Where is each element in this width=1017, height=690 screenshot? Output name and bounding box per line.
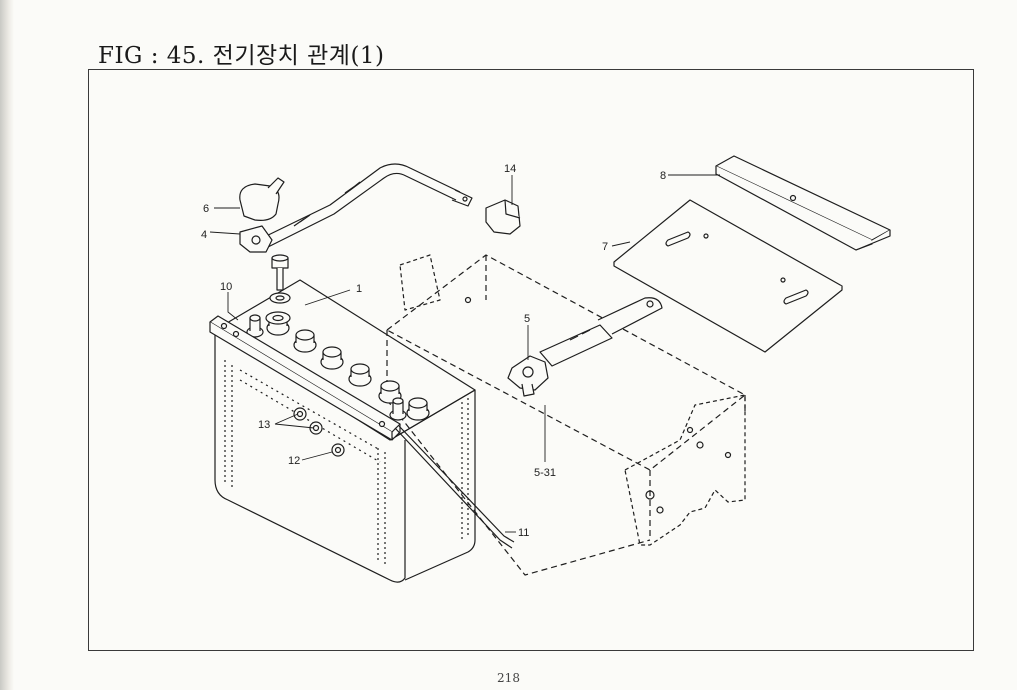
cover-strip bbox=[715, 155, 891, 251]
callout-labels: 1 4 5 5-31 6 7 8 10 11 12 13 14 bbox=[201, 163, 666, 539]
callout-13: 13 bbox=[258, 419, 270, 431]
terminal-cover bbox=[239, 177, 285, 221]
callout-4: 4 bbox=[201, 229, 207, 241]
figure-frame bbox=[88, 69, 974, 651]
scan-edge bbox=[0, 0, 14, 690]
leader-lines bbox=[209, 174, 720, 533]
positive-terminal bbox=[239, 225, 273, 253]
battery bbox=[214, 279, 476, 583]
hold-down-rod bbox=[394, 425, 515, 549]
callout-10: 10 bbox=[220, 281, 232, 293]
callout-5-31: 5-31 bbox=[534, 467, 556, 479]
hold-down-bar bbox=[209, 315, 401, 441]
callout-11: 11 bbox=[518, 527, 529, 539]
negative-cable bbox=[507, 297, 663, 397]
terminal-bolt bbox=[265, 254, 291, 325]
callout-5: 5 bbox=[524, 313, 530, 325]
bracket-holes bbox=[464, 296, 732, 514]
insulator-sheet bbox=[613, 199, 843, 353]
callout-1: 1 bbox=[356, 283, 362, 295]
battery-posts bbox=[246, 314, 407, 421]
terminal-cap bbox=[485, 199, 521, 235]
mounting-bracket bbox=[399, 254, 746, 546]
callout-14: 14 bbox=[504, 163, 516, 175]
callout-6: 6 bbox=[203, 203, 209, 215]
callout-8: 8 bbox=[660, 170, 666, 182]
positive-cable bbox=[257, 163, 473, 251]
page-title: FIG : 45. 전기장치 관계(1) bbox=[98, 43, 385, 69]
callout-12: 12 bbox=[288, 455, 300, 467]
page-number: 218 bbox=[497, 671, 520, 685]
callout-7: 7 bbox=[602, 241, 608, 253]
